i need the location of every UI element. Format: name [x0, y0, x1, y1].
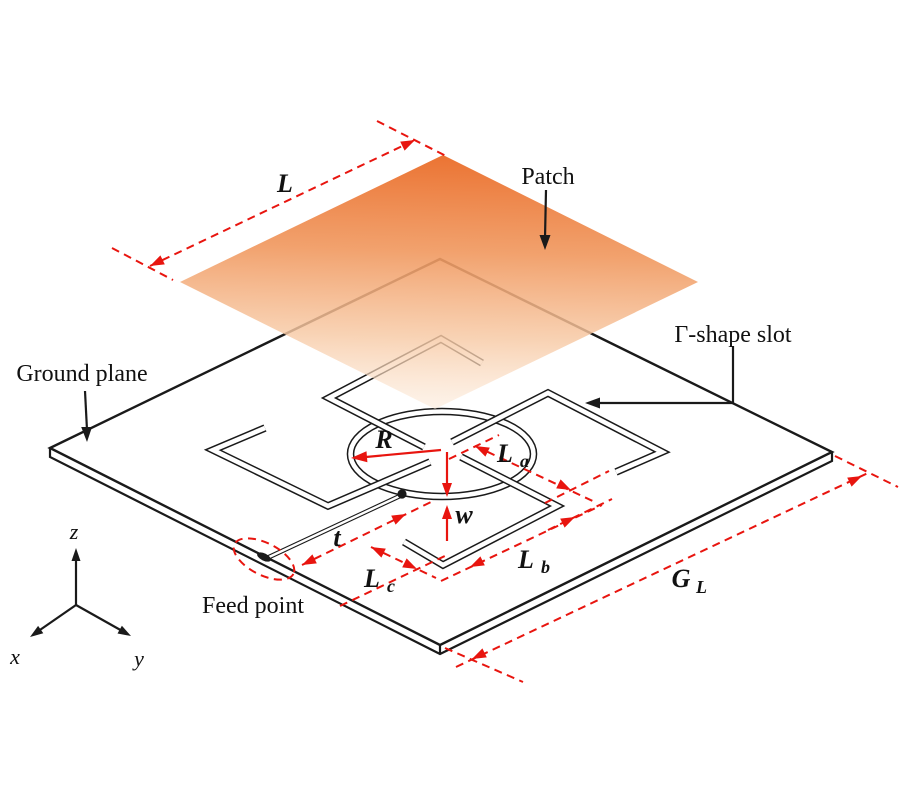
dim-label-GL: G L: [672, 564, 707, 597]
y-axis-label: y: [132, 646, 144, 671]
feed-via-dot: [397, 489, 407, 499]
dim-label-w: w: [455, 500, 473, 529]
gamma-slot-pointer: [585, 346, 735, 409]
coordinate-axes: [30, 548, 131, 637]
svg-text:L: L: [695, 577, 707, 597]
svg-text:G: G: [672, 564, 691, 593]
y-axis-arrow: [117, 625, 131, 636]
dim-label-t: t: [333, 523, 341, 552]
dim-label-R: R: [374, 425, 392, 454]
dimension-R: [351, 448, 442, 463]
ground-plane-pointer: [81, 390, 92, 442]
gamma-slot-bottom: [402, 453, 566, 570]
feed-line: [257, 489, 407, 562]
ring-slot: [346, 407, 538, 501]
dim-label-Lb: L b: [517, 545, 550, 577]
dim-label-Lc: L c: [363, 564, 395, 596]
dim-label-La: L a: [496, 439, 529, 471]
svg-text:a: a: [520, 451, 529, 471]
dimension-t: [301, 500, 434, 566]
dimension-Lc: [339, 546, 448, 607]
x-axis-label: x: [9, 644, 20, 669]
z-axis-arrow: [71, 548, 81, 561]
feed-point-label: Feed point: [202, 593, 304, 619]
dim-label-L: L: [276, 169, 293, 198]
patch-layer: [180, 155, 698, 409]
patch-label: Patch: [521, 164, 574, 190]
feed-point-marker: [257, 552, 271, 562]
svg-text:L: L: [496, 439, 513, 468]
dimension-GL: [444, 455, 899, 683]
svg-text:L: L: [363, 564, 380, 593]
ground-plane-thickness-edge: [48, 448, 834, 656]
z-axis-label: z: [69, 519, 79, 544]
patch-pointer: [539, 189, 551, 250]
dimension-L: [111, 120, 447, 281]
svg-text:c: c: [387, 576, 395, 596]
dimension-w: [442, 452, 452, 541]
dimension-Lb: [440, 498, 613, 582]
ground-plane-label: Ground plane: [16, 361, 147, 387]
gamma-slot-left: [203, 424, 432, 511]
gamma-slot-right: [450, 388, 671, 476]
x-axis-arrow: [30, 625, 44, 637]
dimension-La: [448, 434, 610, 504]
svg-text:b: b: [541, 557, 550, 577]
feed-point-highlight-circle: [232, 537, 296, 581]
gamma-slot-label: Γ-shape slot: [674, 322, 792, 348]
svg-text:L: L: [517, 545, 534, 574]
